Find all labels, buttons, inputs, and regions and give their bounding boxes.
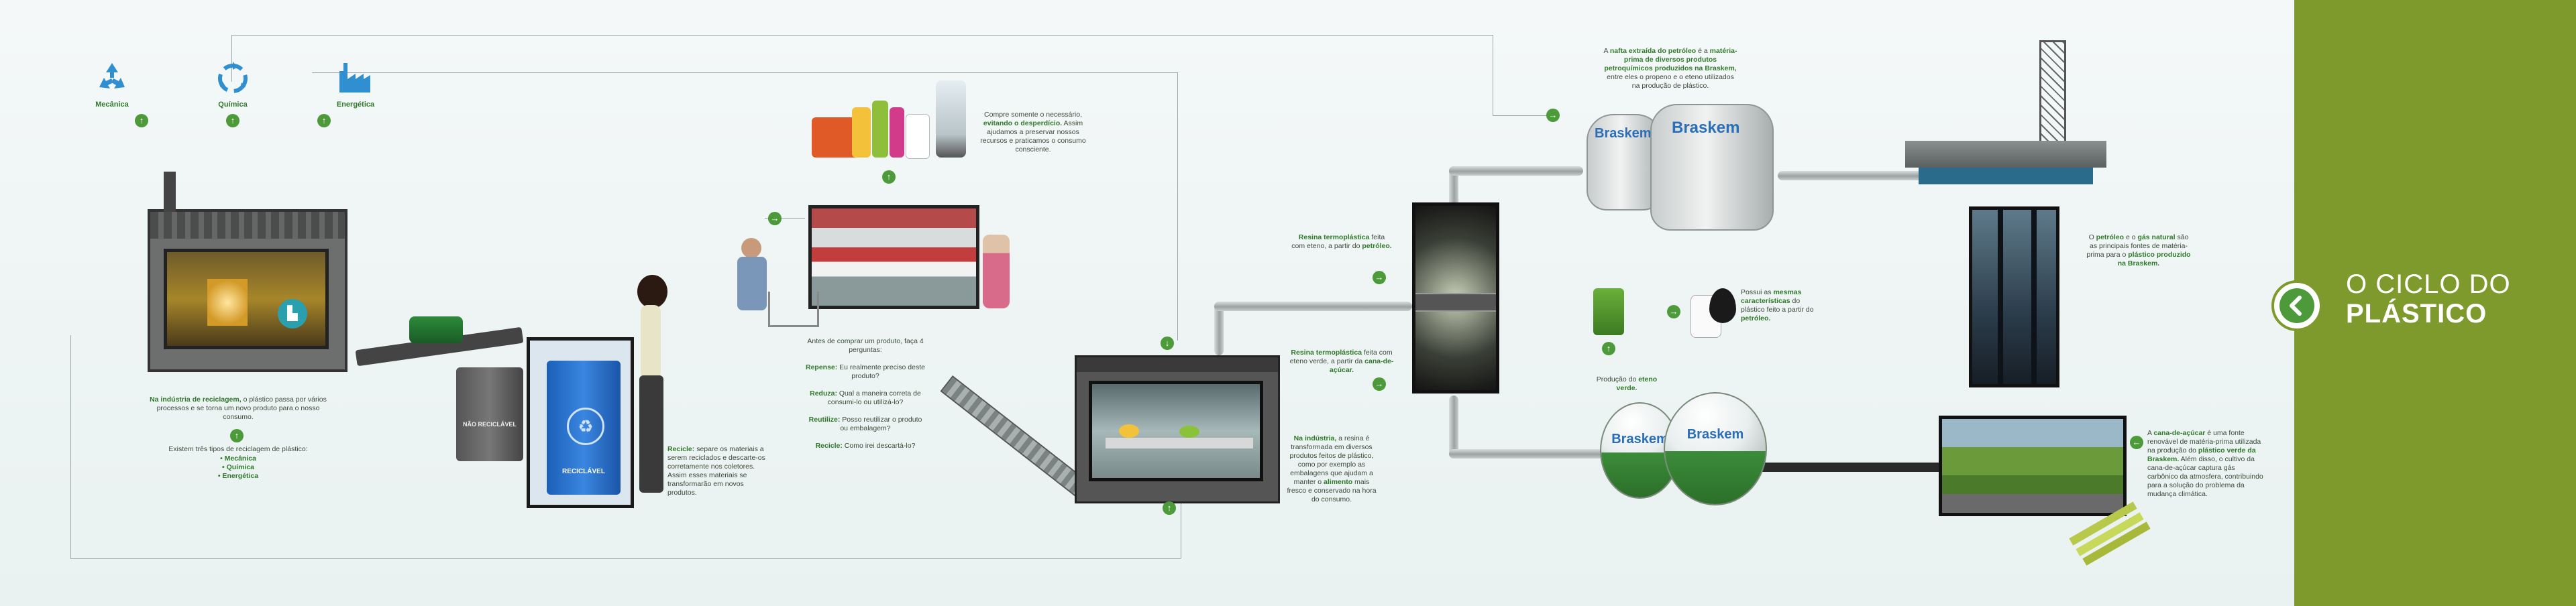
arrow-up-icon: ↑ — [230, 429, 244, 442]
connector-bottom — [70, 558, 1181, 559]
recycling-factory: ▙ — [148, 172, 347, 372]
factory-badge-icon: ▙ — [278, 299, 307, 328]
pipe — [1449, 166, 1458, 208]
connector-shop — [765, 218, 805, 219]
pipe — [1214, 302, 1412, 311]
eteno-verde-text: Produção do eteno verde. — [1596, 375, 1658, 392]
conveyor-belt — [940, 375, 1093, 501]
bin-left-label: NÃO RECICLÁVEL — [463, 421, 517, 428]
recycle-symbol-icon: ♻ — [567, 408, 604, 445]
back-button[interactable] — [2271, 280, 2322, 331]
arrow-right-icon: → — [1373, 377, 1386, 391]
sugarcane-text: A cana-de-açúcar é uma fonte renovável d… — [2147, 429, 2263, 498]
arrow-up-icon: ↑ — [1163, 501, 1176, 515]
pipe — [1214, 305, 1224, 355]
pipe — [1744, 463, 1945, 472]
type-label-energetica: Energética — [336, 101, 375, 109]
connector-top-right-h — [1493, 115, 1560, 116]
page-title-line2: PLÁSTICO — [2346, 299, 2487, 328]
arrow-right-icon: → — [1373, 271, 1386, 284]
arrow-right-icon: → — [1667, 305, 1680, 318]
types-list: • Mecânica • Química • Energética — [217, 454, 259, 480]
types-intro-text: Existem três tipos de reciclagem de plás… — [168, 445, 308, 453]
arrow-up-icon: ↑ — [317, 114, 331, 127]
resin-photo — [1412, 202, 1499, 393]
conscious-consumption-text: Compre somente o necessário, evitando o … — [980, 111, 1086, 154]
arrow-up-icon: ↑ — [1602, 342, 1615, 355]
recyclable-bin-panel: ♻ RECICLÁVEL — [527, 337, 634, 508]
recycle-icon — [215, 60, 251, 100]
connector-bottom-l — [70, 335, 71, 558]
shopper-right — [983, 235, 1010, 308]
underwater-well-photo — [1969, 206, 2059, 387]
resin-petroleum-text: Resina termoplástica feita com eteno, a … — [1291, 233, 1392, 250]
supermarket-photo — [808, 205, 979, 309]
type-label-quimica: Química — [218, 101, 248, 109]
woman-figure — [627, 275, 674, 496]
oil-drop-icon — [1709, 288, 1736, 323]
arrow-right-icon: → — [768, 212, 782, 225]
bin-recyclable: ♻ RECICLÁVEL — [547, 361, 621, 495]
arrow-up-icon: ↑ — [882, 170, 896, 184]
sidebar-panel — [2294, 0, 2576, 606]
pipe — [1449, 449, 1603, 459]
questions-intro: Antes de comprar um produto, faça 4 perg… — [807, 337, 924, 354]
factory-icon — [337, 60, 373, 100]
arrow-left-icon — [2279, 288, 2314, 323]
braskem-tank-large: Braskem — [1650, 104, 1774, 231]
recycling-truck — [409, 316, 463, 343]
page-title: O CICLO DO PLÁSTICO — [2346, 269, 2561, 328]
braskem-logo: Braskem — [1595, 126, 1652, 141]
braskem-logo: Braskem — [1686, 426, 1744, 442]
resin-green-text: Resina termoplástica feita com eteno ver… — [1289, 349, 1394, 374]
consumer-questions: Antes de comprar um produto, faça 4 perg… — [805, 337, 925, 450]
sugarcane-stalks — [2066, 501, 2151, 566]
recycle-icon — [94, 60, 130, 100]
connector-top-left — [231, 35, 232, 82]
products-group — [805, 80, 973, 164]
arrow-up-icon: ↑ — [226, 114, 239, 127]
recycle-text: Recicle: separe os materiais a serem rec… — [667, 445, 765, 497]
industry-plastic-text: Na indústria, a resina é transformada em… — [1287, 434, 1377, 503]
blender — [936, 80, 966, 158]
arrow-down-icon: ↓ — [1161, 337, 1174, 350]
braskem-sphere-right: Braskem — [1664, 392, 1767, 505]
arrow-right-icon: → — [1546, 109, 1560, 122]
sources-text: O petróleo e o gás natural são as princi… — [2086, 233, 2191, 267]
arrow-up-icon: ↑ — [135, 114, 148, 127]
same-properties-text: Possui as mesmas características do plás… — [1741, 288, 1814, 322]
arrow-left-icon: ← — [2130, 436, 2143, 449]
bin-right-label: RECICLÁVEL — [562, 468, 605, 475]
industry-recycling-text: Na indústria de reciclagem, o plástico p… — [150, 396, 327, 421]
braskem-logo: Braskem — [1672, 119, 1740, 137]
pipe — [1449, 396, 1458, 456]
factory-interior: ▙ — [164, 249, 329, 349]
machine-window — [1089, 381, 1263, 481]
connector-second — [312, 72, 1177, 73]
nafta-text: A nafta extraída do petróleo é a matéria… — [1603, 47, 1737, 90]
pipe — [1778, 171, 1932, 180]
shoppers-figures — [728, 238, 822, 355]
green-jerrycan — [1593, 288, 1624, 335]
type-label-mecanica: Mecânica — [95, 101, 129, 109]
connector-second-r — [1177, 72, 1178, 341]
braskem-logo: Braskem — [1611, 432, 1668, 446]
plastic-industry-machine — [1075, 355, 1280, 503]
page-title-line1: O CICLO DO — [2346, 269, 2511, 299]
plastic-cycle-diagram: Mecânica Química Energética ↑ ↑ ↑ ▙ Na i… — [0, 0, 2294, 606]
pipe — [1449, 166, 1583, 176]
bin-non-recyclable: NÃO RECICLÁVEL — [456, 367, 523, 461]
offshore-platform — [1905, 40, 2120, 194]
connector-top — [231, 35, 1493, 36]
sugarcane-field-photo — [1939, 416, 2127, 516]
